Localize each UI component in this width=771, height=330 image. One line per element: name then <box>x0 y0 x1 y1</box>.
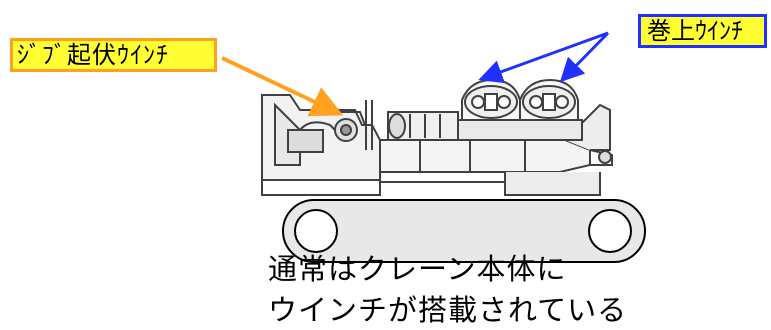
hoist-winch-drums <box>457 78 583 141</box>
hoist-winch-label: 巻上ｳｲﾝﾁ <box>638 14 767 48</box>
hoist-winch-arrow-left <box>478 31 609 84</box>
caption-line-1: 通常はクレーン本体に <box>268 252 567 286</box>
jib-winch-arrow <box>221 56 344 117</box>
caption-line-2: ウインチが搭載されている <box>268 293 628 327</box>
jib-luffing-winch-label: ｼﾞﾌﾞ起伏ｳｲﾝﾁ <box>10 38 217 72</box>
crawler-track <box>282 199 646 263</box>
crane-upper-body <box>261 78 613 196</box>
hoist-winch-arrow-right <box>559 31 610 83</box>
